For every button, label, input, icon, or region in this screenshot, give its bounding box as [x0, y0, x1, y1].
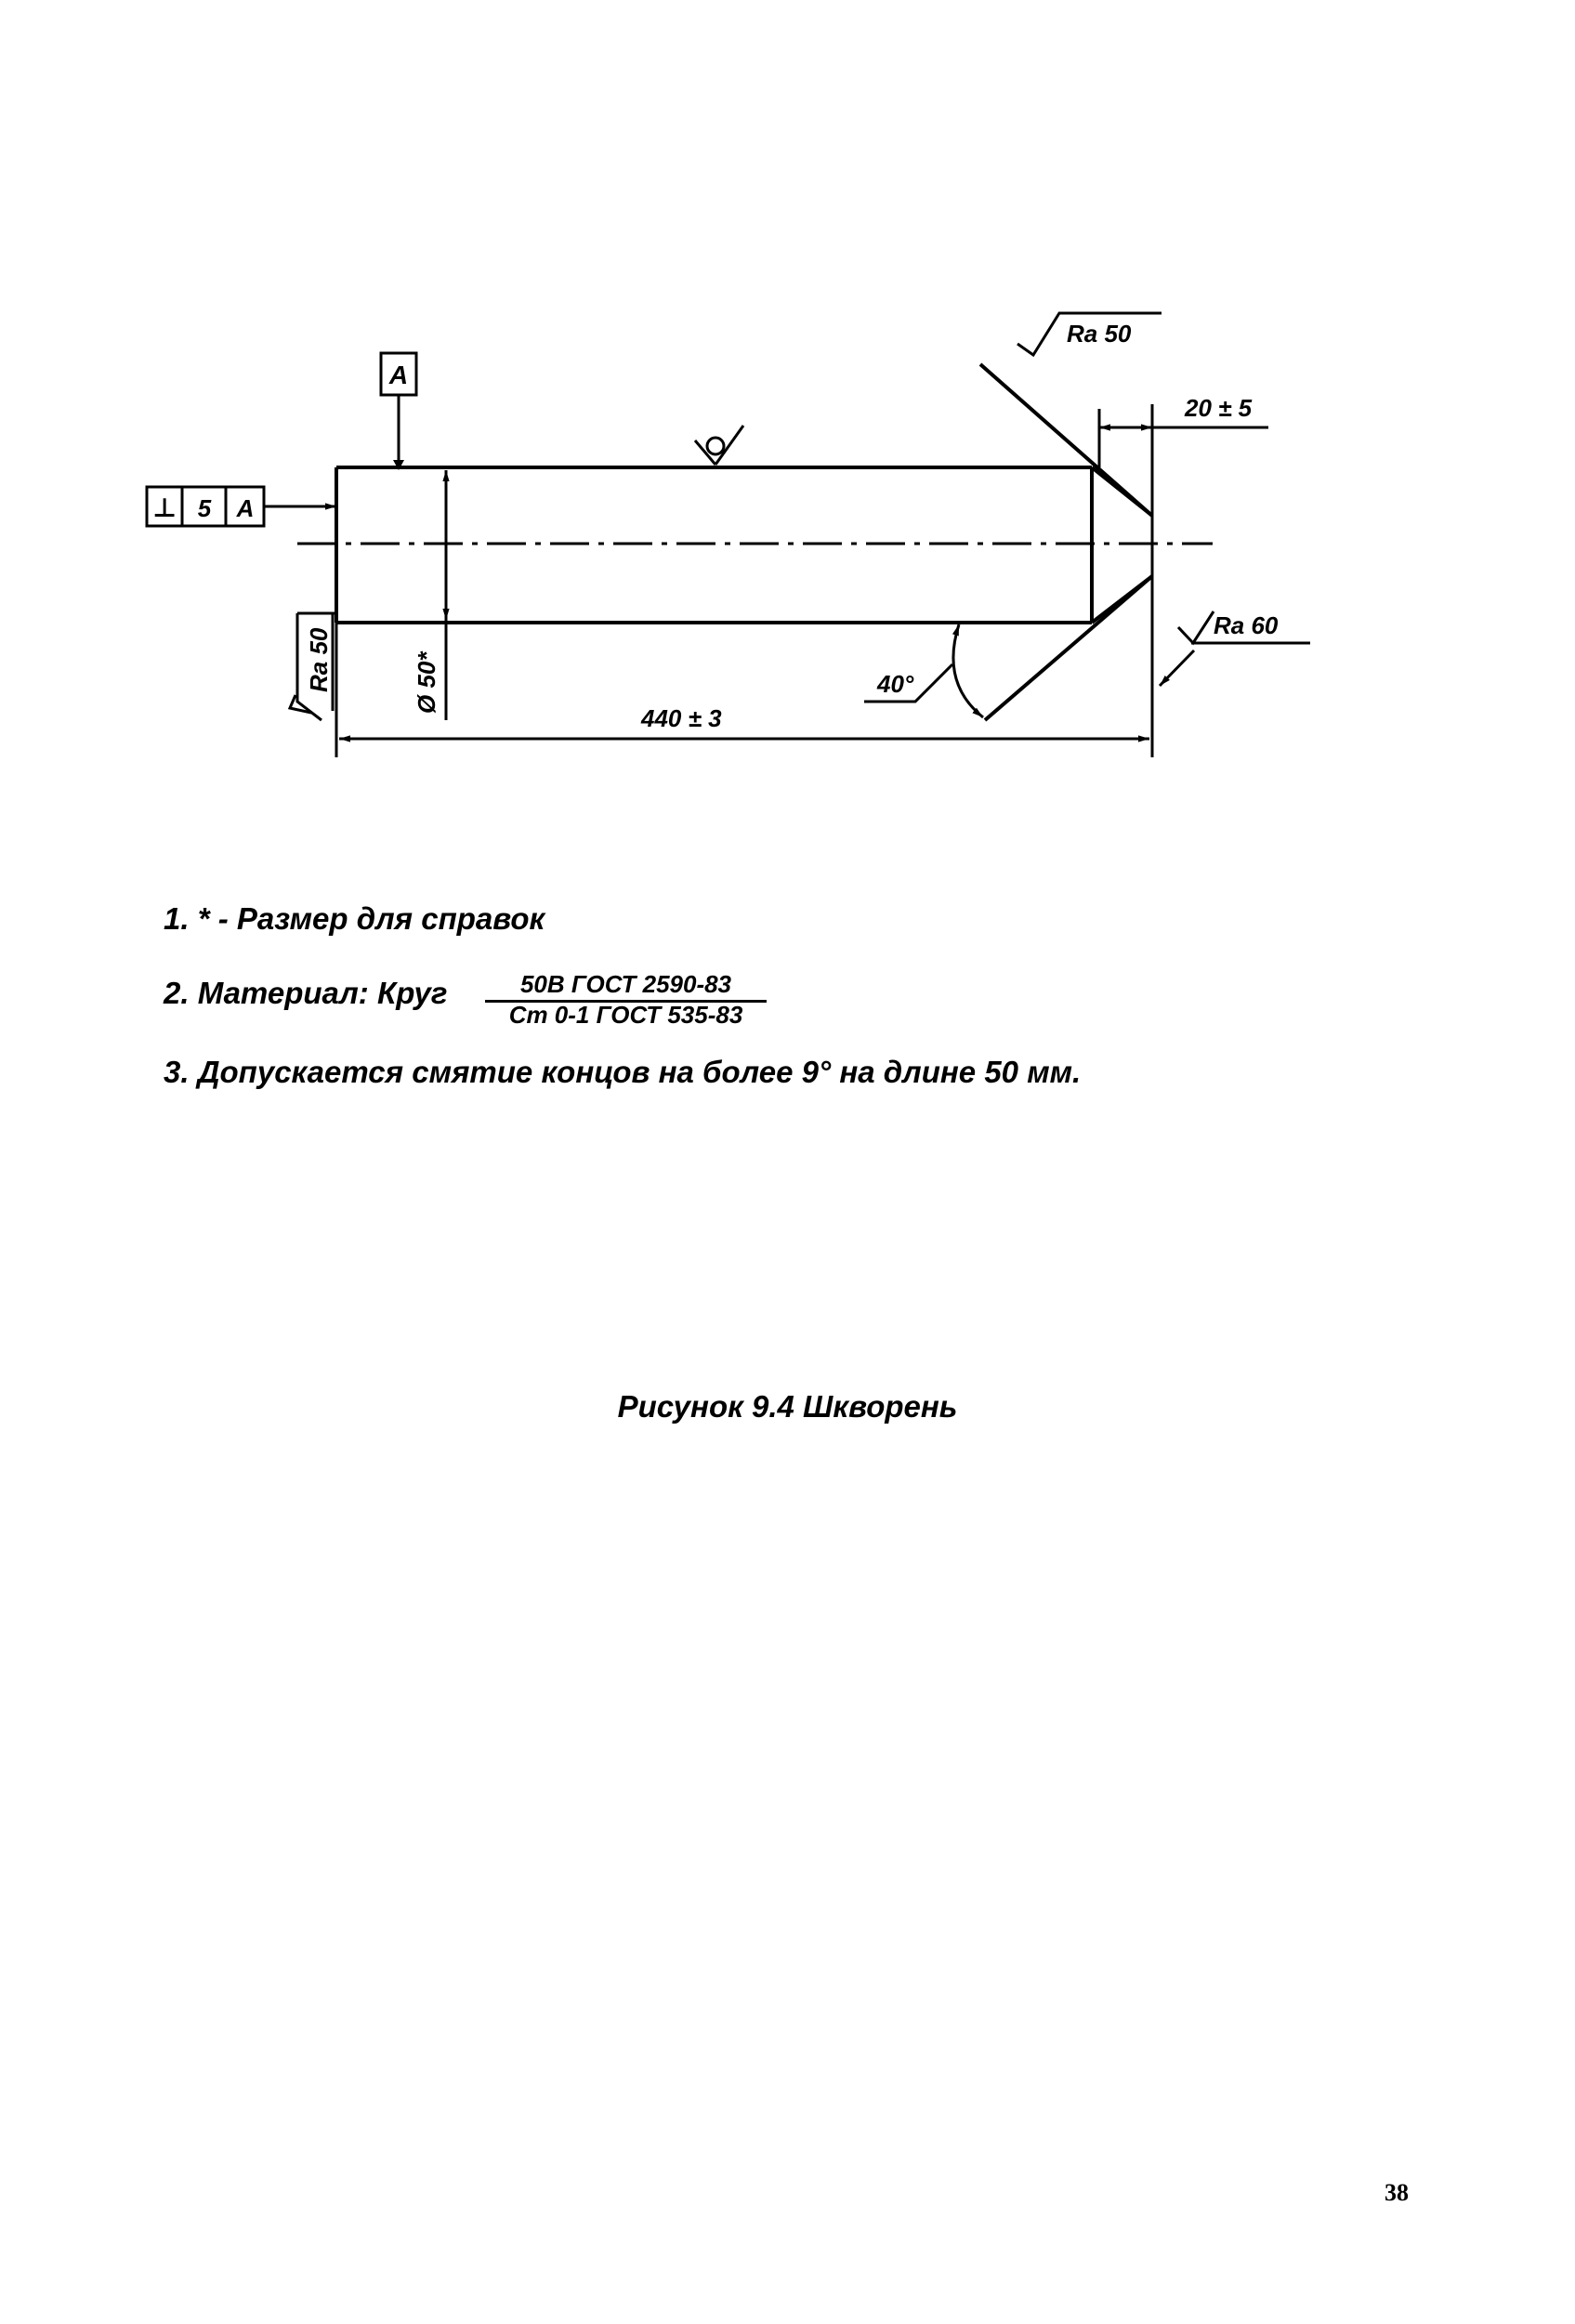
- technical-drawing: A ⊥ 5 A Ra 50 Ra 60: [145, 311, 1310, 757]
- roughness-top: Ra 50: [1017, 311, 1162, 358]
- note-1: 1. * - Размер для справок: [164, 901, 545, 936]
- chamfer-line: [978, 362, 1154, 518]
- tolerance-value: 5: [198, 494, 212, 522]
- tolerance-datum: A: [236, 494, 255, 522]
- page-number: 38: [1385, 2179, 1409, 2206]
- datum-a-label: A: [388, 361, 408, 389]
- perpendicularity-icon: ⊥: [152, 493, 177, 522]
- note-3: 3. Допускается смятие концов на более 9°…: [164, 1055, 1082, 1089]
- roughness-left: Ra 50: [287, 611, 336, 722]
- roughness-top-label: Ra 50: [1067, 320, 1132, 348]
- note-2-numerator: 50В ГОСТ 2590-83: [519, 970, 732, 998]
- dim-chamfer-label: 20 ± 5: [1184, 394, 1253, 422]
- note-2-denominator: Ст 0-1 ГОСТ 535-83: [508, 1001, 743, 1029]
- datum-a-symbol: A: [379, 351, 418, 470]
- note-2: 2. Материал: Круг: [164, 976, 448, 1010]
- roughness-right: Ra 60: [1158, 611, 1310, 688]
- dim-angle-label: 40°: [876, 670, 914, 698]
- fraction-bar: [485, 1000, 767, 1003]
- dim-diameter: Ø 50*: [413, 470, 450, 720]
- dim-diameter-label: Ø 50*: [413, 650, 440, 714]
- roughness-left-label: Ra 50: [305, 627, 333, 692]
- dim-length-label: 440 ± 3: [640, 704, 722, 732]
- tolerance-frame: ⊥ 5 A: [145, 485, 336, 528]
- dim-chamfer: 20 ± 5: [1099, 394, 1268, 431]
- dim-length: 440 ± 3: [339, 704, 1149, 742]
- dim-angle: 40°: [864, 624, 984, 719]
- surface-roughness-icon: [693, 425, 745, 466]
- roughness-right-label: Ra 60: [1214, 611, 1279, 639]
- extension-lines: [335, 404, 1154, 757]
- figure-caption: Рисунок 9.4 Шкворень: [617, 1389, 958, 1424]
- chamfer-line-lower: [983, 574, 1154, 722]
